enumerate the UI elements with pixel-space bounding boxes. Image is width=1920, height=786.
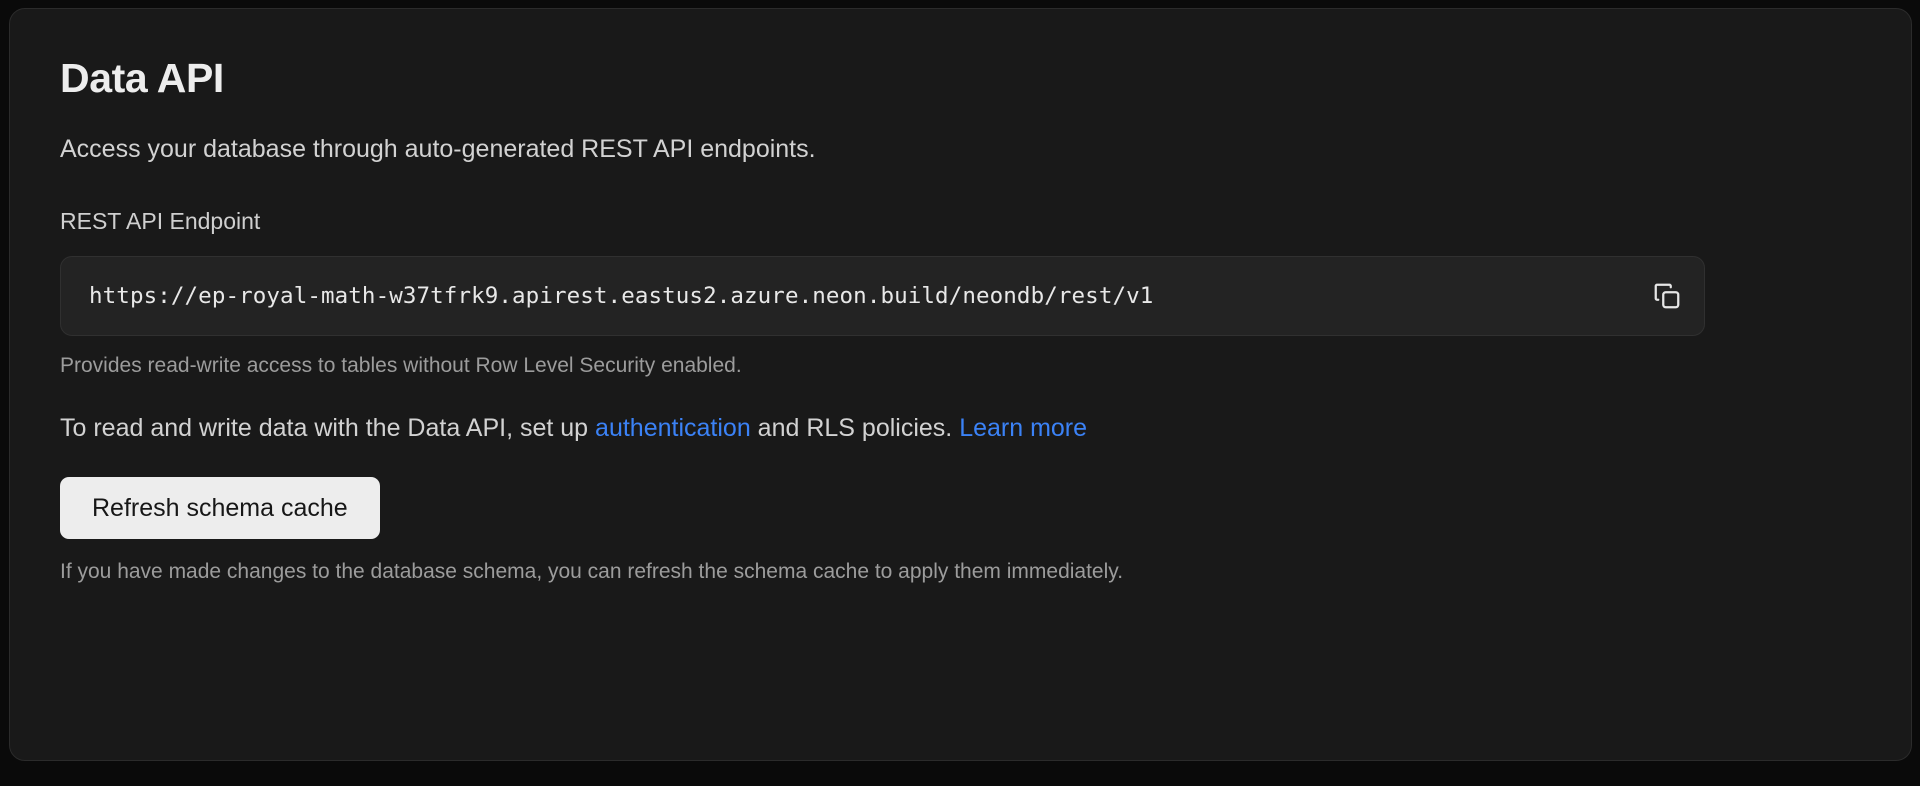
card-content: Data API Access your database through au… xyxy=(10,9,1911,584)
auth-note-prefix: To read and write data with the Data API… xyxy=(60,413,596,442)
auth-note-middle: and RLS policies. xyxy=(750,413,960,442)
auth-note: To read and write data with the Data API… xyxy=(60,412,1861,445)
data-api-card: Data API Access your database through au… xyxy=(9,8,1912,761)
card-description: Access your database through auto-genera… xyxy=(60,135,816,164)
rest-api-endpoint-label: REST API Endpoint xyxy=(60,207,261,234)
rest-api-endpoint-input[interactable] xyxy=(61,282,1630,309)
learn-more-link[interactable]: Learn more xyxy=(959,413,1088,442)
refresh-schema-cache-button[interactable]: Refresh schema cache xyxy=(60,477,380,540)
refresh-help-text: If you have made changes to the database… xyxy=(60,560,1124,584)
page-title: Data API xyxy=(60,55,224,101)
authentication-link[interactable]: authentication xyxy=(595,413,751,442)
copy-endpoint-button[interactable] xyxy=(1630,257,1704,335)
copy-icon xyxy=(1652,281,1682,311)
endpoint-help-text: Provides read-write access to tables wit… xyxy=(60,353,742,377)
rest-api-endpoint-field[interactable] xyxy=(60,255,1705,336)
